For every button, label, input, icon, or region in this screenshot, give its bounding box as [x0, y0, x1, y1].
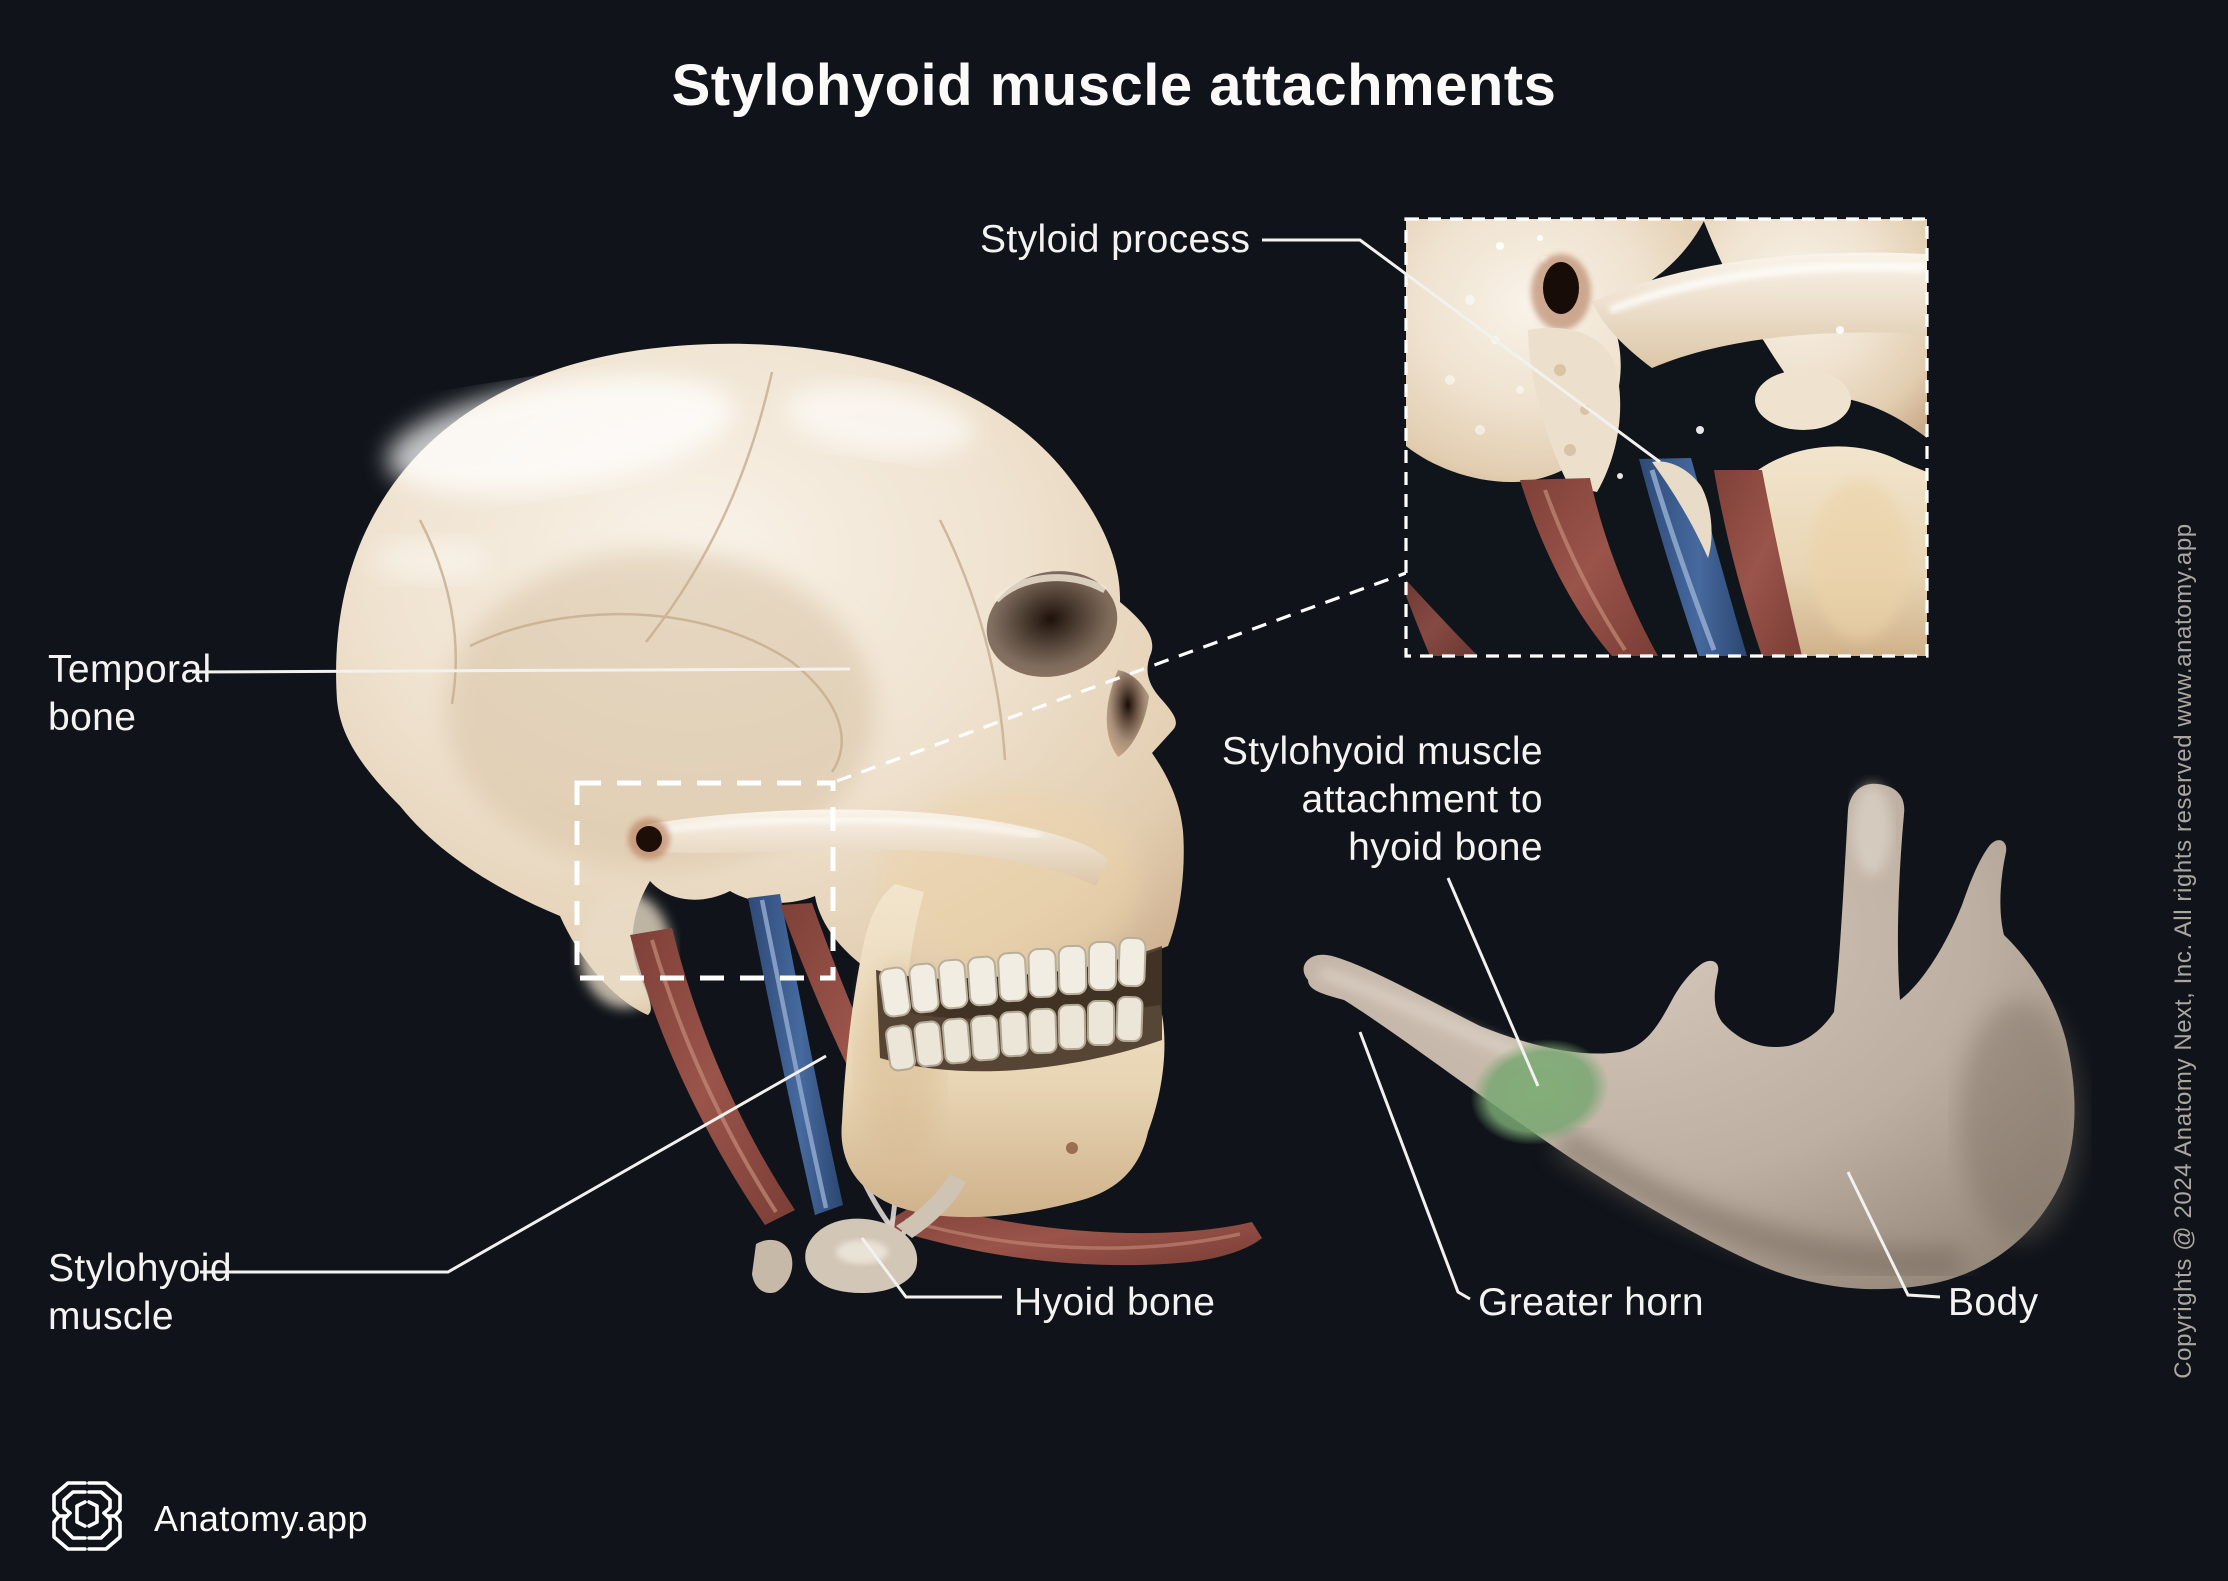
inset-arch-highlight: [1608, 262, 1926, 314]
label-temporal-bone: Temporal bone: [48, 648, 212, 739]
inset-zygomatic-arch: [1592, 252, 1927, 368]
mental-foramen: [1066, 1142, 1078, 1154]
brand-logo-text: Anatomy.app: [154, 1498, 368, 1539]
inset-ear-canal: [1543, 262, 1579, 314]
leader-attachment: [1446, 877, 1540, 1087]
inset-blue-streak: [1649, 469, 1717, 651]
leader-greater-horn: [1358, 1031, 1471, 1301]
copyright-watermark: Copyrights @ 2024 Anatomy Next, Inc. All…: [2170, 523, 2197, 1379]
label-styloid-process: Styloid process: [980, 218, 1251, 261]
leader-hyoid-bone: [860, 1237, 1002, 1299]
inset-ramus-tint: [1810, 480, 1910, 640]
hyoid-prong-highlight: [1852, 784, 1892, 876]
muscle-streak-2: [904, 1218, 1241, 1250]
inset-glisten: [1496, 235, 1844, 479]
lower-teeth: [885, 995, 1144, 1072]
arch-highlight: [664, 816, 1041, 839]
nasal-aperture: [1106, 670, 1149, 757]
leader-temporal-bone: [191, 667, 851, 674]
hyoid-right-shadow: [1960, 1000, 2080, 1240]
label-hyoid-bone: Hyoid bone: [1014, 1281, 1216, 1324]
brain-icon: [52, 1481, 122, 1551]
inset-condyle: [1755, 370, 1851, 430]
inset-muscle-red-left: [1520, 478, 1658, 656]
page-title: Stylohyoid muscle attachments: [671, 53, 1557, 118]
label-greater-horn: Greater horn: [1478, 1281, 1704, 1324]
hyoid-bottom-shadow: [1552, 1129, 1961, 1277]
brand-footer: Anatomy.app: [46, 1476, 368, 1562]
teeth: [876, 936, 1162, 1072]
leader-body: [1846, 1171, 1941, 1299]
hyoid-bone-render: [1303, 783, 2080, 1290]
cranium-highlight-3: [370, 538, 490, 582]
inset-muscle-red-corner: [1406, 580, 1478, 656]
temporal-fossa-shading: [445, 550, 875, 870]
muscle-red-digastric: [880, 1202, 1262, 1266]
skull-lateral-view: [336, 343, 1262, 1294]
eye-socket: [986, 571, 1118, 677]
inset-muscle-red-right: [1714, 470, 1802, 656]
attachment-spot-green: [1470, 1039, 1610, 1145]
leader-styloid-process: [1262, 238, 1661, 464]
label-body: Body: [1948, 1281, 2039, 1324]
cranium-highlight: [386, 376, 734, 494]
ear-canal-icon: [636, 826, 662, 852]
styloid-process-closeup: [1404, 217, 1929, 658]
hyoid-silhouette: [1303, 783, 2075, 1290]
label-stylohyoid-attachment: Stylohyoid muscle attachment to hyoid bo…: [1221, 730, 1543, 869]
inset-border: [1404, 217, 1929, 658]
inset-styloid-ligament: [1652, 461, 1712, 558]
leader-lines: [191, 238, 1941, 1301]
brow-ridge: [993, 574, 1107, 603]
suture-lines: [418, 371, 1007, 773]
inset-connector-line: [836, 571, 1407, 783]
inset-styloid-process: [1528, 327, 1621, 492]
stylohyoid-streak: [759, 899, 829, 1209]
label-stylohyoid-muscle: Stylohyoid muscle: [48, 1247, 232, 1338]
leader-stylohyoid-muscle: [200, 1054, 827, 1274]
skull-focus-rect: [574, 780, 836, 981]
upper-teeth: [878, 936, 1147, 1018]
inset-red-streak: [1543, 489, 1627, 652]
cranium-highlight-2: [785, 383, 975, 457]
